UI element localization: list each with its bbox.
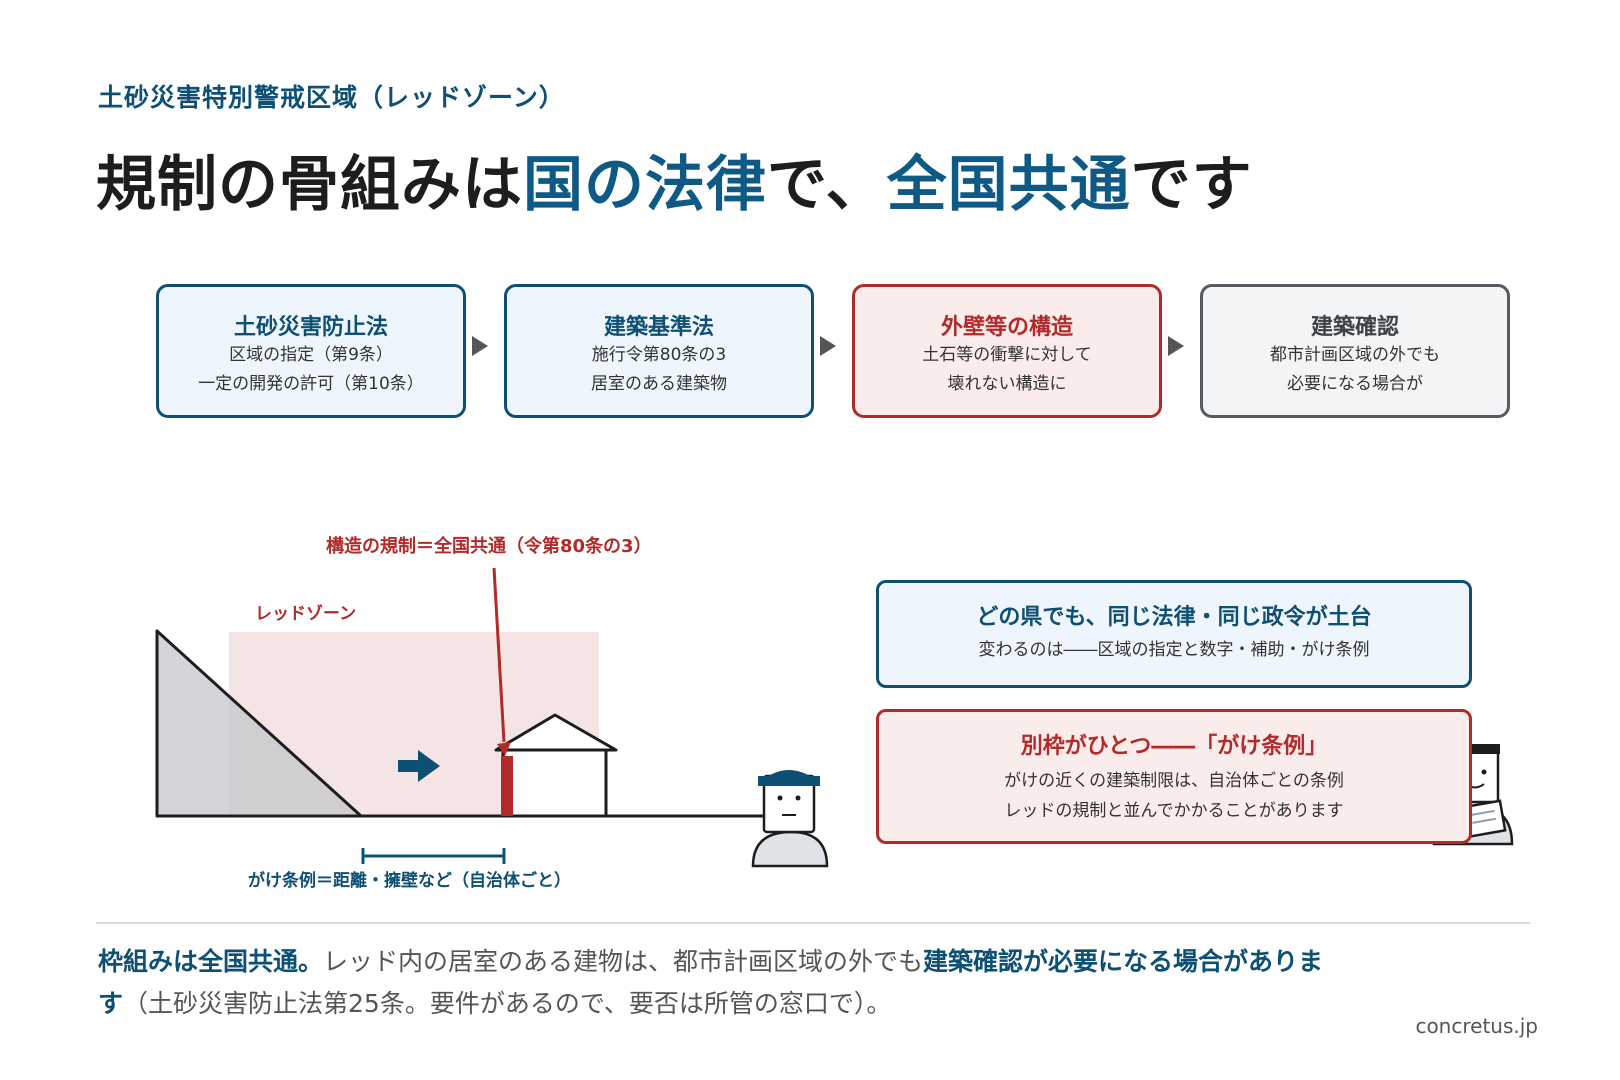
presenter-character-icon — [1432, 744, 1514, 846]
headline-post: です — [1130, 150, 1253, 220]
summary-bold-key: 建築確認が必要になる場合があります — [98, 947, 1324, 1018]
info-box-line: がけの近くの建築制限は、自治体ごとの条例 — [1004, 771, 1344, 791]
headline-mid: で、 — [767, 150, 887, 220]
kicker: 土砂災害特別警戒区域（レッドゾーン） — [98, 83, 565, 112]
flow-box-title: 建築確認 — [1310, 315, 1399, 340]
flow-box-line: 土石等の衝撃に対して — [922, 345, 1092, 365]
structure-regulation-callout: 構造の規制＝全国共通（令第80条の3） — [326, 536, 652, 557]
structure-pointer-line — [492, 567, 506, 743]
flow-box-line: 都市計画区域の外でも — [1270, 345, 1440, 365]
section-divider — [96, 922, 1530, 924]
info-box-title: どの県でも、同じ法律・同じ政令が土台 — [976, 605, 1372, 630]
reinforced-wall — [501, 756, 513, 816]
flow-box-line: 必要になる場合が — [1287, 374, 1423, 394]
source-credit: concretus.jp — [1415, 1014, 1538, 1038]
flow-box-title: 外壁等の構造 — [940, 315, 1073, 340]
gake-distance-bracket — [361, 848, 506, 864]
flow-box-title: 建築基準法 — [603, 315, 714, 340]
summary-note: （土砂災害防止法第25条。要件があるので、要否は所管の窓口で）。 — [123, 989, 892, 1018]
summary-body: レッド内の居室のある建物は、都市計画区域の外でも — [323, 947, 924, 976]
info-box-title: 別枠がひとつ――「がけ条例」 — [1020, 734, 1328, 759]
worker-character-icon — [751, 770, 829, 868]
flow-arrow-icon — [1168, 336, 1184, 356]
info-box-gake-ordinance: 別枠がひとつ――「がけ条例」 がけの近くの建築制限は、自治体ごとの条例 レッドの… — [876, 709, 1472, 844]
summary-text: 枠組みは全国共通。レッド内の居室のある建物は、都市計画区域の外でも建築確認が必要… — [98, 941, 1338, 1025]
info-box-line: 変わるのは――区域の指定と数字・補助・がけ条例 — [978, 640, 1370, 660]
flow-box-line: 一定の開発の許可（第10条） — [198, 374, 424, 394]
flow-box-line: 区域の指定（第9条） — [229, 345, 393, 365]
headline-pre: 規制の骨組みは — [96, 150, 523, 220]
sediment-arrow-icon — [398, 750, 440, 782]
info-box-common-foundation: どの県でも、同じ法律・同じ政令が土台 変わるのは――区域の指定と数字・補助・がけ… — [876, 580, 1472, 688]
flow-box-building-confirmation: 建築確認 都市計画区域の外でも 必要になる場合が — [1200, 284, 1510, 418]
house-icon — [494, 713, 618, 818]
flow-box-wall-structure: 外壁等の構造 土石等の衝撃に対して 壊れない構造に — [852, 284, 1162, 418]
structure-pointer-arrowhead — [497, 742, 511, 756]
info-box-line: レッドの規制と並んでかかることがあります — [1004, 801, 1344, 821]
flow-arrow-icon — [472, 336, 488, 356]
flow-box-building-standards: 建築基準法 施行令第80条の3 居室のある建築物 — [504, 284, 814, 418]
headline-highlight-law: 国の法律 — [523, 150, 767, 220]
flow-box-line: 居室のある建築物 — [591, 374, 727, 394]
red-zone-label: レッドゾーン — [255, 604, 357, 624]
flow-box-line: 壊れない構造に — [947, 374, 1067, 394]
headline: 規制の骨組みは国の法律で、全国共通です — [96, 136, 1253, 223]
flow-box-title: 土砂災害防止法 — [233, 315, 388, 340]
flow-arrow-icon — [820, 336, 836, 356]
headline-highlight-common: 全国共通 — [886, 150, 1131, 220]
flow-box-line: 施行令第80条の3 — [591, 345, 727, 365]
gake-ordinance-label: がけ条例＝距離・擁壁など（自治体ごと） — [248, 871, 571, 891]
flow-box-sabo-law: 土砂災害防止法 区域の指定（第9条） 一定の開発の許可（第10条） — [156, 284, 466, 418]
summary-bold-lead: 枠組みは全国共通。 — [98, 947, 324, 976]
